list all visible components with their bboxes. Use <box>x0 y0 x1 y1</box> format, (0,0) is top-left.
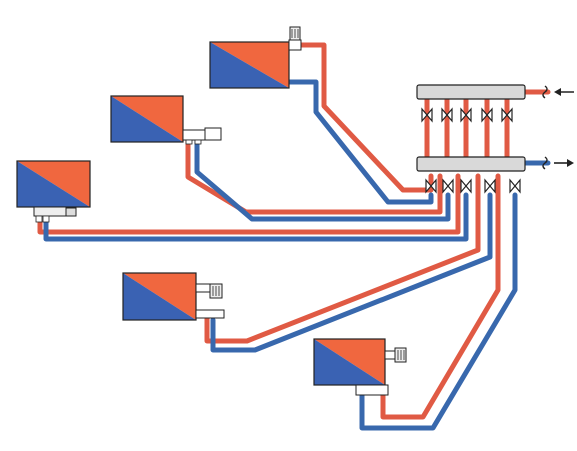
return-pipe-upper-left-radiator <box>194 139 451 222</box>
bowtie-valve-icon <box>501 107 513 123</box>
supply-pipe-middle-radiator <box>204 173 481 344</box>
radiator-top-center <box>209 41 290 89</box>
return-pipe-top-radiator <box>286 79 434 205</box>
radiator-upper-left <box>110 95 184 143</box>
manifold-valves-top <box>421 107 513 123</box>
supply-pipe-left-radiator <box>37 173 461 235</box>
radiator-left <box>16 160 91 208</box>
return-pipe-bottom-radiator <box>359 192 518 431</box>
return-pipe-middle-radiator <box>210 192 493 353</box>
pipes <box>37 42 551 431</box>
thermostatic-valve-icon <box>355 347 407 396</box>
bowtie-valve-icon <box>481 107 493 123</box>
supply-manifold <box>416 84 526 100</box>
bowtie-valve-icon <box>484 178 496 194</box>
bowtie-valve-icon <box>425 178 437 194</box>
arrow-right-icon <box>554 159 574 167</box>
radiator-bottom-right <box>313 338 386 386</box>
radiator-middle <box>122 272 197 321</box>
manifold <box>416 84 574 194</box>
pipe-break-mark-inlet <box>542 85 548 99</box>
bowtie-valve-icon <box>460 178 472 194</box>
bowtie-valve-icon <box>441 107 453 123</box>
supply-pipe-top-radiator <box>296 42 434 193</box>
arrow-left-icon <box>554 88 574 96</box>
bowtie-valve-icon <box>460 107 472 123</box>
bowtie-valve-icon <box>509 178 521 194</box>
pipe-break-mark-outlet <box>542 156 548 170</box>
bottom-connection-valve-icon <box>182 127 222 145</box>
return-pipe-left-radiator <box>43 192 469 242</box>
thermostatic-valve-icon <box>288 26 302 51</box>
thermostatic-valve-icon <box>195 283 225 319</box>
bowtie-valve-icon <box>421 107 433 123</box>
manifold-valves-bottom <box>425 178 521 194</box>
bottom-connection-valve-icon <box>33 206 77 223</box>
supply-pipe-bottom-radiator <box>380 173 501 420</box>
bowtie-valve-icon <box>442 178 454 194</box>
return-manifold <box>416 156 526 172</box>
